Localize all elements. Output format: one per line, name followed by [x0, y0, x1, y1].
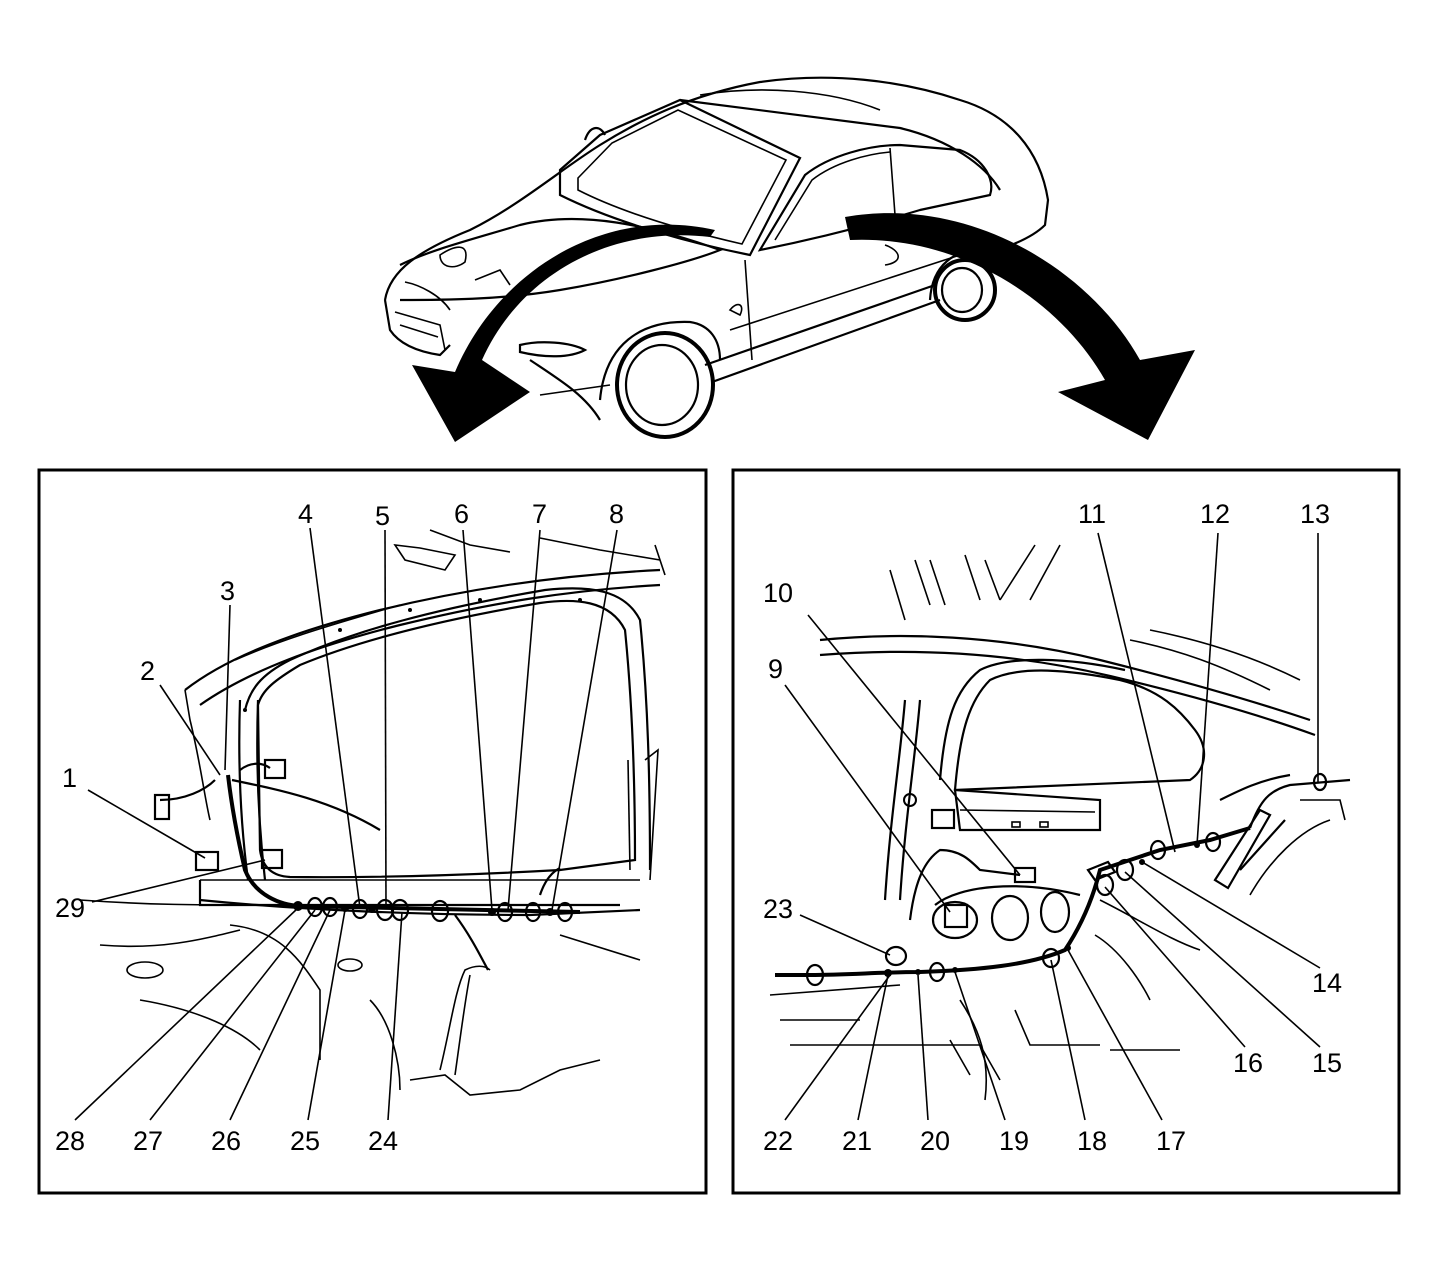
callout-14: 14: [1312, 968, 1342, 998]
callout-11: 11: [1078, 499, 1106, 529]
callout-20: 20: [920, 1126, 950, 1156]
right-detail-panel-frame: [731, 468, 1401, 1195]
callout-27: 27: [133, 1126, 163, 1156]
callout-10: 10: [763, 578, 793, 608]
right-panel-body-structure: [769, 544, 1351, 1101]
left-panel-leader-lines: [74, 527, 618, 1121]
callout-19: 19: [999, 1126, 1029, 1156]
arrow-left-detail: [412, 224, 715, 442]
callout-17: 17: [1156, 1126, 1186, 1156]
callout-23: 23: [763, 894, 793, 924]
callout-18: 18: [1077, 1126, 1107, 1156]
callout-2: 2: [140, 656, 155, 686]
callout-16: 16: [1233, 1048, 1263, 1078]
callout-28: 28: [55, 1126, 85, 1156]
left-detail-panel-frame: [37, 468, 708, 1195]
callout-4: 4: [298, 499, 313, 529]
left-harness-clips: [293, 896, 574, 923]
callout-3: 3: [220, 576, 235, 606]
left-panel-body-structure: [79, 529, 666, 1096]
callout-labels: 1 2 3 4 5 6 7 8 29 28 27 26 25 24 9 10 1…: [55, 499, 1342, 1156]
callout-24: 24: [368, 1126, 398, 1156]
callout-25: 25: [290, 1126, 320, 1156]
callout-29: 29: [55, 893, 85, 923]
callout-12: 12: [1200, 499, 1230, 529]
arrow-right-detail: [845, 213, 1195, 440]
callout-15: 15: [1312, 1048, 1342, 1078]
callout-8: 8: [609, 499, 624, 529]
callout-13: 13: [1300, 499, 1330, 529]
vehicle-overview-illustration: [383, 76, 1050, 439]
callout-6: 6: [454, 499, 469, 529]
callout-26: 26: [211, 1126, 241, 1156]
callout-22: 22: [763, 1126, 793, 1156]
callout-9: 9: [768, 654, 783, 684]
callout-21: 21: [842, 1126, 872, 1156]
callout-7: 7: [532, 499, 547, 529]
callout-5: 5: [375, 501, 390, 531]
callout-1: 1: [62, 763, 77, 793]
right-panel-leader-lines: [784, 532, 1321, 1121]
